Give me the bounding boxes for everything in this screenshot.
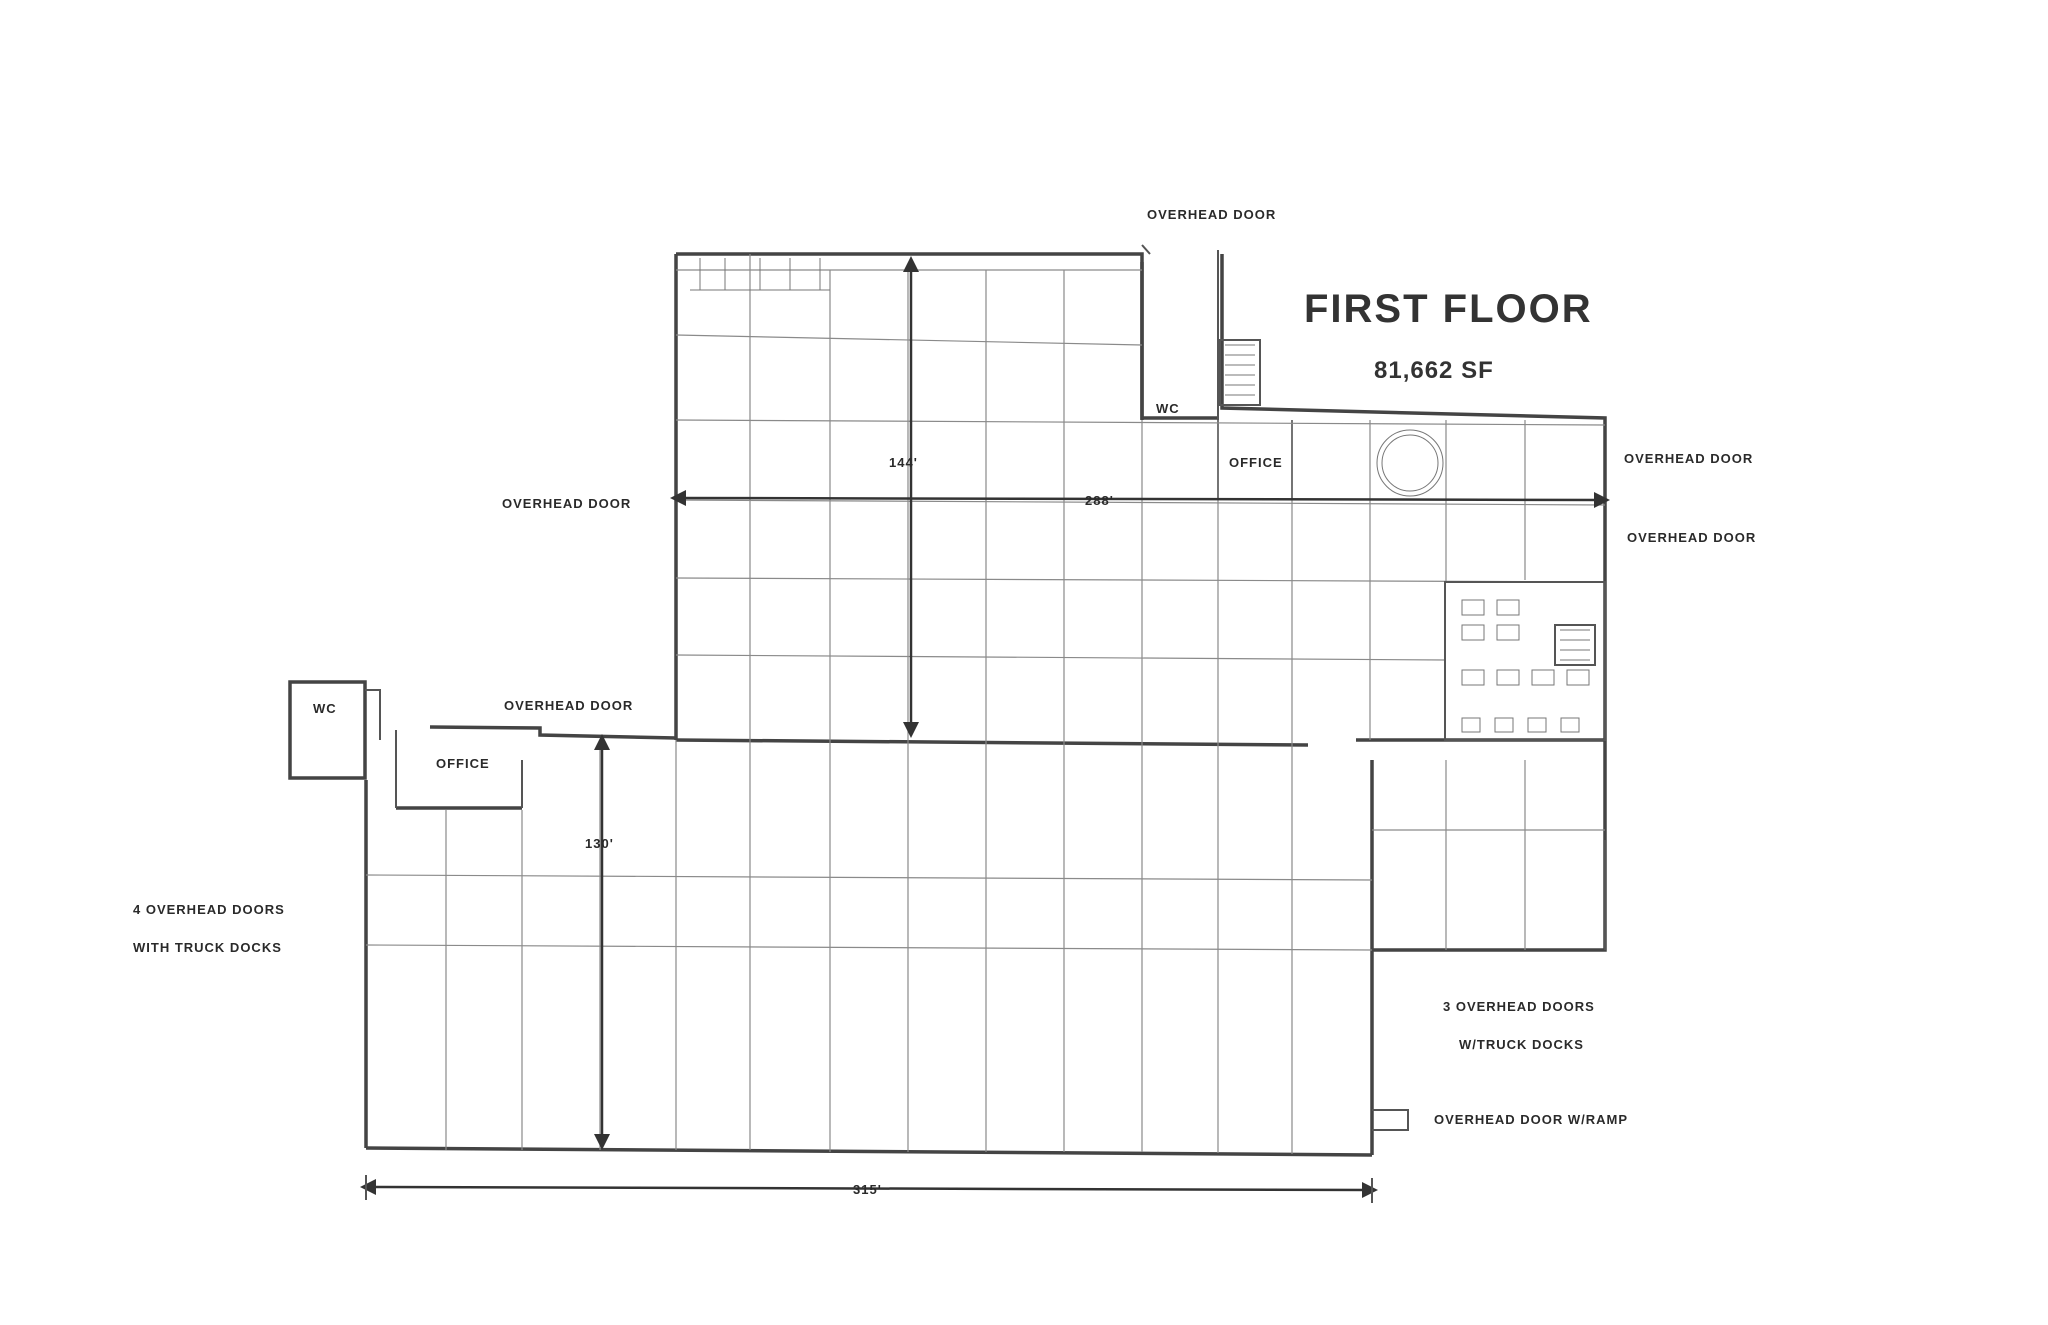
plan-title: FIRST FLOOR: [1304, 287, 1593, 331]
overhead-door-ramp-label: OVERHEAD DOOR W/RAMP: [1434, 1112, 1628, 1127]
overhead-door-right-label-1: OVERHEAD DOOR: [1624, 451, 1753, 466]
lower-grid: [365, 740, 1605, 1154]
wc-left-label: WC: [313, 701, 337, 716]
office-left-label: OFFICE: [436, 756, 490, 771]
wc-top-label: WC: [1156, 401, 1180, 416]
dimension-lines: [360, 256, 1610, 1203]
dim-width-lower: 315': [853, 1182, 882, 1197]
three-doors-label-line2: W/TRUCK DOCKS: [1459, 1037, 1584, 1052]
overhead-door-top-label: OVERHEAD DOOR: [1147, 207, 1276, 222]
dim-height-lower: 130': [585, 836, 614, 851]
dim-width-upper: 288': [1085, 493, 1114, 508]
upper-grid: [675, 254, 1606, 740]
wc-left-room: [288, 680, 381, 780]
dim-height-upper: 144': [889, 455, 918, 470]
overhead-door-right-label-2: OVERHEAD DOOR: [1627, 530, 1756, 545]
lower-block-walls: [364, 725, 1607, 1157]
top-left-detail: [690, 258, 830, 291]
four-doors-label-line2: WITH TRUCK DOCKS: [133, 940, 282, 955]
wc-top-room: [1140, 250, 1261, 420]
three-doors-label-line1: 3 OVERHEAD DOORS: [1443, 999, 1595, 1014]
overhead-door-left-label: OVERHEAD DOOR: [502, 496, 631, 511]
office-top-label: OFFICE: [1229, 455, 1283, 470]
four-doors-label-line1: 4 OVERHEAD DOORS: [133, 902, 285, 917]
door-marks: [1141, 244, 1409, 1131]
workstation-area: [1444, 581, 1606, 741]
overhead-door-mid-label: OVERHEAD DOOR: [504, 698, 633, 713]
circular-equipment: [1376, 429, 1444, 497]
plan-area: 81,662 SF: [1374, 357, 1494, 384]
